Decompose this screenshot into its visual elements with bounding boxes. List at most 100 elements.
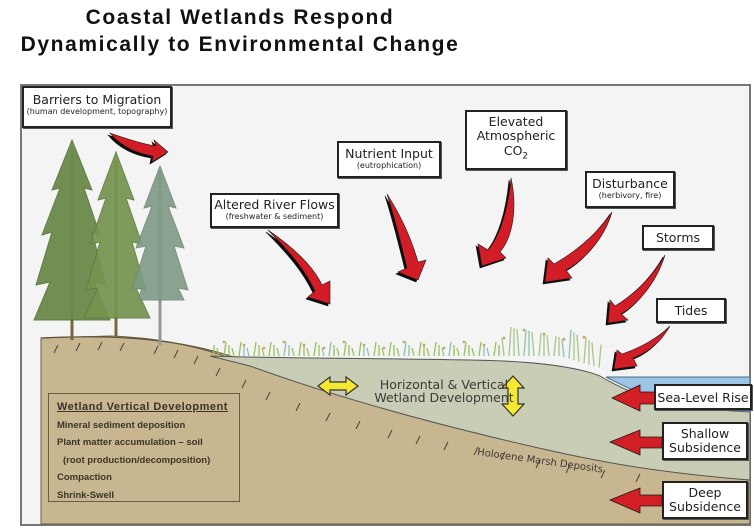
grass-blade	[216, 347, 220, 357]
legend-item: Compaction	[57, 472, 112, 483]
nutrient-arrow	[386, 193, 427, 281]
grass-blade	[411, 347, 415, 357]
sea-level-rise-label: Sea-Level Rise	[654, 384, 752, 410]
grass-blade	[591, 342, 595, 367]
soil-tick	[473, 446, 479, 456]
grass-blade	[448, 341, 452, 357]
grass-seedhead	[262, 346, 266, 350]
grass-seedhead	[422, 343, 426, 347]
grass-blade	[313, 341, 317, 357]
legend-item: Mineral sediment deposition	[57, 419, 186, 431]
grass-blade	[253, 341, 257, 357]
soil-tick	[265, 391, 271, 401]
grass-seedhead	[482, 343, 486, 347]
title-line-2: Dynamically to Environmental Change	[20, 33, 460, 56]
grass-blade	[568, 329, 572, 359]
grass-seedhead	[462, 340, 466, 344]
grass-blade	[456, 347, 460, 357]
diagram-title: Coastal Wetlands Respond Dynamically to …	[0, 4, 480, 58]
barriers-arrow	[109, 132, 169, 163]
grass-blade	[523, 329, 527, 357]
soil-tick	[153, 345, 159, 355]
grass-seedhead	[282, 340, 286, 344]
grass-blade	[486, 347, 490, 357]
grass-blade	[223, 341, 227, 357]
grass-blade	[433, 341, 437, 357]
grass-seedhead	[362, 343, 366, 347]
grass-blade	[598, 344, 602, 368]
soil-tick	[635, 473, 641, 483]
vertical-double-arrow-icon	[500, 375, 526, 417]
soil-tick	[325, 412, 331, 422]
grass-seedhead	[562, 337, 566, 341]
disturbance-label: Disturbance (herbivory, fire)	[585, 171, 675, 208]
grass-blade	[238, 341, 242, 357]
grass-blade	[471, 347, 475, 357]
legend-item: (root production/decomposition)	[63, 454, 211, 466]
grass-seedhead	[382, 346, 386, 350]
grass-blade	[373, 341, 377, 357]
tree-icon	[83, 150, 151, 336]
grass-seedhead	[242, 343, 246, 347]
grass-seedhead	[222, 340, 226, 344]
tree-icon	[131, 164, 189, 345]
soil-tick	[443, 441, 449, 451]
grass-blade	[583, 337, 587, 364]
storms-arrow	[607, 254, 666, 324]
horizontal-double-arrow-icon	[317, 375, 359, 397]
grass-blade	[321, 347, 325, 357]
soil-tick	[241, 379, 247, 389]
legend-item: Shrink-Swell	[57, 489, 115, 501]
grass-blade	[343, 341, 347, 357]
grass-blade	[298, 341, 302, 357]
soil-tick	[173, 349, 179, 359]
grass-seedhead	[582, 335, 586, 339]
grass-blade	[531, 331, 535, 357]
co2-arrow	[477, 177, 515, 267]
grass-blade	[276, 347, 280, 357]
grass-blade	[291, 347, 295, 357]
grass-blade	[268, 341, 272, 357]
grass-blade	[366, 347, 370, 357]
grass-blade	[246, 347, 250, 357]
grass-blade	[561, 339, 565, 358]
soil-tick	[97, 341, 103, 351]
grass-blade	[261, 347, 265, 357]
disturbance-arrow	[544, 211, 613, 283]
grass-blade	[426, 347, 430, 357]
grass-blade	[381, 347, 385, 357]
soil-tick	[119, 342, 125, 352]
grass-blade	[516, 328, 520, 357]
legend-item: Plant matter accumulation – soil	[57, 437, 203, 448]
grass-seedhead	[402, 340, 406, 344]
grass-blade	[418, 341, 422, 357]
grass-blade	[576, 334, 580, 362]
tides-arrow	[613, 325, 671, 370]
soil-tick	[53, 344, 59, 354]
grass-blade	[493, 341, 497, 357]
grass-blade	[358, 341, 362, 357]
grass-blade	[336, 347, 340, 357]
grass-blade	[546, 334, 550, 357]
grass-seedhead	[502, 336, 506, 340]
marsh-grass-icon	[213, 326, 602, 368]
storms-label: Storms	[642, 225, 714, 250]
grass-seedhead	[342, 340, 346, 344]
grass-blade	[538, 332, 542, 357]
grass-blade	[328, 341, 332, 357]
barriers-to-migration-label: Barriers to Migration (human development…	[22, 86, 172, 128]
vertical-development-legend: Wetland Vertical Development Mineral sed…	[48, 393, 240, 502]
grass-seedhead	[302, 343, 306, 347]
nutrient-input-label: Nutrient Input (eutrophication)	[337, 141, 441, 178]
grass-blade	[478, 341, 482, 357]
grass-blade	[283, 341, 287, 357]
grass-blade	[501, 337, 505, 357]
elevated-co2-label: Elevated Atmospheric CO2	[465, 110, 567, 170]
soil-tick	[415, 435, 421, 445]
grass-blade	[403, 341, 407, 357]
river-flows-arrow	[267, 229, 331, 305]
soil-tick	[295, 402, 301, 412]
soil-tick	[75, 342, 81, 352]
grass-blade	[351, 347, 355, 357]
soil-tick	[355, 420, 361, 430]
